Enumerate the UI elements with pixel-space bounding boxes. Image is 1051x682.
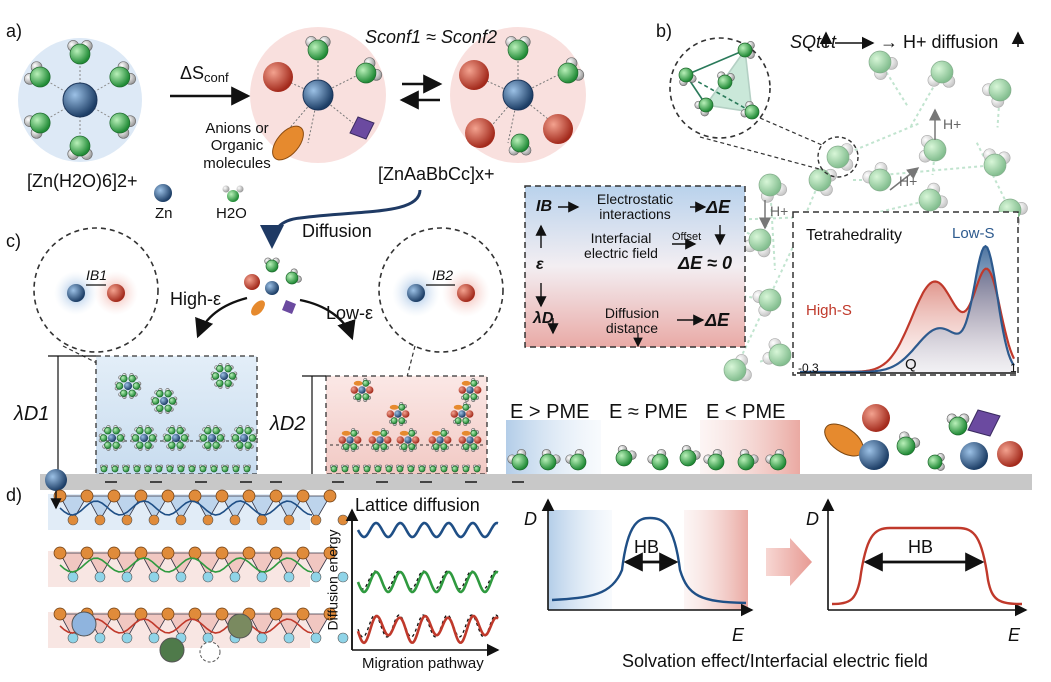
electrostatic-box [524, 185, 746, 348]
e-eq-pme: E ≈ PME [609, 401, 688, 423]
migration-pathway-label: Migration pathway [362, 655, 484, 672]
lattice-energy-chart [345, 508, 500, 657]
ion-pair-zoom-2 [378, 227, 504, 429]
transition-arrow [766, 538, 812, 586]
anion-cluster-right [824, 404, 1023, 471]
low-eps-region [325, 375, 488, 475]
box-delta-e-2: ΔE [705, 310, 730, 330]
e-axis-left: E [732, 625, 745, 645]
zn-hexahydrate-complex [18, 38, 142, 162]
panel-label-a: a) [6, 21, 23, 41]
low-s-label: Low-S [952, 225, 995, 242]
mixed-complex-2 [450, 27, 586, 163]
d-axis-right: D [806, 509, 819, 529]
panel-label-d: d) [6, 485, 23, 505]
equilibrium-arrows [399, 74, 443, 110]
h-plus-3: H+ [770, 203, 789, 219]
high-eps-label: High-ε [170, 289, 222, 309]
box-delta-e-1: ΔE [706, 197, 731, 217]
d-vs-e-plot-right [821, 498, 1028, 617]
h-plus-1: H+ [943, 116, 962, 132]
tetrahedron-zoom [669, 37, 859, 178]
lattice-strips [48, 489, 349, 663]
low-eps-label: Low-ε [326, 303, 374, 323]
hb-left: HB [634, 537, 660, 557]
hb-right: HB [908, 537, 934, 557]
lambda-d2-label: λD2 [270, 413, 306, 435]
lattice-title: Lattice diffusion [355, 495, 480, 515]
mixed-complex-1 [250, 27, 386, 163]
diffusion-arrow [260, 189, 422, 249]
high-eps-region [95, 355, 258, 475]
debye-length-markers [48, 355, 326, 474]
legend-zn-label: Zn [155, 205, 173, 222]
complex2-label: [ZnAaBbCc]x+ [378, 164, 495, 184]
chart-title: Tetrahedrality [806, 227, 903, 244]
chart-x-min: -0.3 [798, 361, 819, 375]
e-gt-pme: E > PME [510, 401, 590, 423]
diffusion-label: Diffusion [302, 221, 372, 241]
s-qtet-label: SQtet [790, 32, 837, 52]
legend-atoms [154, 184, 244, 202]
complex1-label: [Zn(H2O)6]2+ [27, 171, 138, 191]
e-axis-right: E [1008, 625, 1021, 645]
electrode-surface [40, 469, 1032, 491]
solvated-ion-small [244, 257, 302, 316]
legend-h2o-label: H2O [216, 205, 247, 222]
arrow-low-eps [299, 298, 356, 341]
d-vs-e-plot-left [541, 498, 754, 617]
pme-strips [506, 420, 800, 474]
panel-label-b: b) [656, 21, 673, 41]
tetrahedrality-chart [792, 211, 1019, 376]
panel-label-c: c) [6, 231, 21, 251]
lambda-d1-label: λD1 [14, 403, 50, 425]
box-offset: Offset [672, 231, 702, 243]
arrow-high-eps [195, 296, 248, 339]
e-lt-pme: E < PME [706, 401, 786, 423]
box-lambda: λD [533, 310, 554, 327]
box-eps: ε [536, 256, 544, 273]
delta-s-label: ΔSconf [180, 63, 229, 85]
caption: Solvation effect/Interfacial electric fi… [622, 651, 928, 671]
h-diffusion-label: → H+ diffusion [880, 32, 999, 52]
h-plus-arrows [759, 108, 941, 230]
ib2-label: IB2 [432, 267, 454, 283]
chart-x-max: 1 [1010, 361, 1017, 375]
box-ib: IB [536, 198, 552, 215]
high-s-label: High-S [806, 302, 852, 319]
chart-x-label: Q [905, 356, 917, 373]
ib1-label: IB1 [86, 267, 108, 283]
h-plus-2: H+ [899, 173, 918, 189]
s-conf-eq: Sconf1 ≈ Sconf2 [365, 27, 497, 47]
diffusion-energy-label: Diffusion energy [324, 529, 341, 631]
d-axis-left: D [524, 509, 537, 529]
box-delta-e-zero: ΔE ≈ 0 [678, 253, 732, 273]
